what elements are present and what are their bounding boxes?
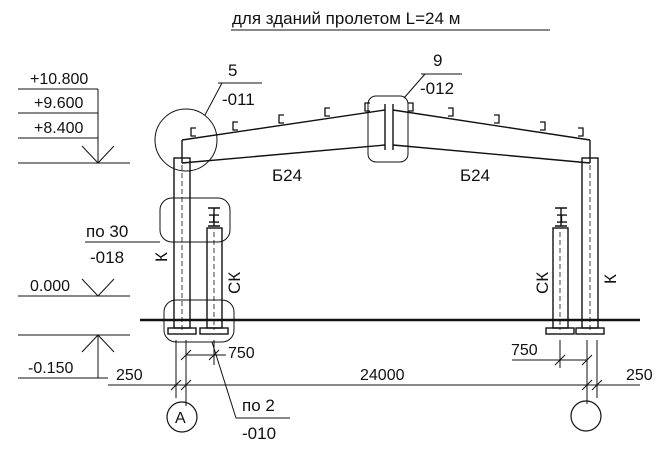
- column-label-h-left: Н: [206, 213, 223, 224]
- elev-9600: +9.600: [34, 95, 83, 112]
- dim-left-750: 750: [228, 345, 255, 362]
- axis-marker-b: [570, 400, 602, 432]
- callout-5-code: -011: [222, 90, 255, 109]
- beam-label-right: Б24: [460, 166, 490, 185]
- callout-9-number: 9: [433, 51, 442, 70]
- axis-label-a: А: [175, 410, 186, 427]
- elev-0000: 0.000: [30, 278, 70, 295]
- roof-beams: [181, 104, 591, 164]
- beam-label-left: Б24: [272, 166, 302, 185]
- dim-span: 24000: [360, 367, 405, 384]
- dimension-lines: [108, 340, 640, 406]
- left-column-k: [167, 157, 197, 335]
- callout-2-code: -010: [242, 424, 276, 443]
- column-label-k-right: К: [601, 274, 620, 284]
- column-label-ck-left: СК: [225, 272, 244, 294]
- column-label-ck-right: СК: [533, 272, 552, 294]
- callout-30-number: по 30: [86, 222, 128, 241]
- dim-left-250: 250: [116, 367, 143, 384]
- callout-5-number: 5: [228, 61, 237, 80]
- elev-8400: +8.400: [34, 120, 83, 137]
- dim-right-250: 250: [626, 367, 653, 384]
- left-column-ck: [199, 207, 229, 335]
- right-column-ck: [545, 207, 575, 335]
- column-label-h-right: Н: [554, 213, 571, 224]
- elev-minus-0150: -0.150: [28, 360, 73, 377]
- callout-30-code: -018: [90, 248, 124, 267]
- drawing-title: для зданий пролетом L=24 м: [232, 9, 460, 28]
- right-column-k: [575, 157, 605, 335]
- column-label-k-left: К: [152, 252, 171, 262]
- callout-shapes: [85, 73, 462, 419]
- axis-marker-a: [166, 401, 198, 433]
- purlins: [190, 102, 584, 137]
- elevation-marks: [18, 88, 130, 379]
- dim-right-750: 750: [511, 342, 538, 359]
- callout-2-number: по 2: [242, 396, 275, 415]
- elev-10800: +10.800: [30, 71, 88, 88]
- callout-9-code: -012: [420, 79, 454, 98]
